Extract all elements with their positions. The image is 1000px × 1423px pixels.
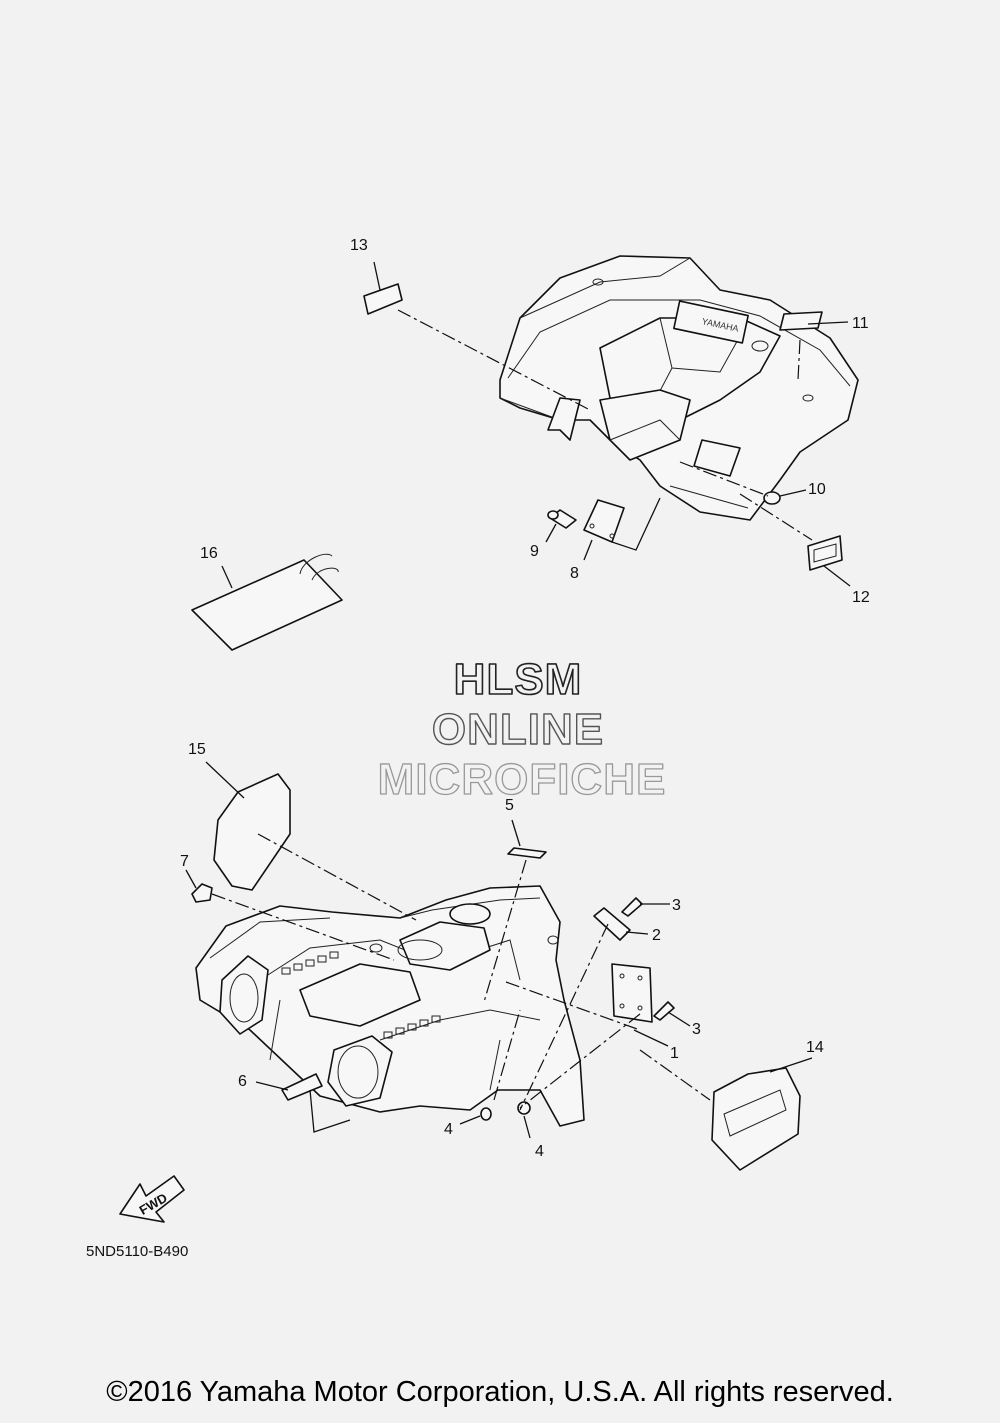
- callout-11: 11: [852, 315, 869, 332]
- forward-direction-arrow: FWD: [119, 1175, 185, 1223]
- grommet-4-right: [517, 1101, 531, 1115]
- plate-2: [593, 907, 631, 941]
- callout-1: 1: [670, 1045, 679, 1062]
- manual-16: [191, 553, 343, 651]
- callout-4-left: 4: [444, 1121, 453, 1138]
- mud-flap-14: [711, 1067, 801, 1171]
- bolt-3-lower: [653, 1001, 675, 1021]
- callout-13: 13: [350, 237, 368, 254]
- callout-3-upper: 3: [672, 897, 681, 914]
- bolt-9: [547, 509, 577, 529]
- label-13: [363, 283, 403, 315]
- watermark-line-3: MICROFICHE: [378, 755, 667, 804]
- callout-16: 16: [200, 545, 218, 562]
- watermark-line-1: HLSM: [454, 655, 583, 704]
- callout-8: 8: [570, 565, 579, 582]
- leader-lines-bottom: [185, 761, 813, 1139]
- grommet-4-left: [480, 1107, 492, 1121]
- plate-8: [583, 499, 625, 543]
- bolt-3-upper: [621, 897, 643, 917]
- watermark-line-2: ONLINE: [432, 705, 604, 754]
- leader-lines-top: [221, 261, 851, 589]
- vent-slots: [281, 951, 441, 1039]
- grommet-10: [763, 491, 781, 505]
- callout-5: 5: [505, 797, 514, 814]
- diagram-code: 5ND5110-B490: [86, 1243, 188, 1260]
- callout-10: 10: [808, 481, 826, 498]
- callout-6: 6: [238, 1073, 247, 1090]
- callout-2: 2: [652, 927, 661, 944]
- label-5: [507, 847, 547, 859]
- label-11: [779, 311, 823, 331]
- reflector-12: [807, 535, 843, 571]
- callout-7: 7: [180, 853, 189, 870]
- watermark: HLSM ONLINE MICROFICHE: [377, 654, 667, 804]
- callout-numbers: 13 11 10 9 8 12 16 15 5 7 3 2 3 1 14 6 4…: [180, 237, 870, 1160]
- front-fender-assembly: [195, 885, 653, 1127]
- decal-15: [213, 773, 291, 891]
- callout-15: 15: [188, 741, 206, 758]
- callout-9: 9: [530, 543, 539, 560]
- callout-3-lower: 3: [692, 1021, 701, 1038]
- callout-12: 12: [852, 589, 870, 606]
- label-7: [191, 883, 213, 903]
- label-6: [281, 1073, 323, 1101]
- callout-4-right: 4: [535, 1143, 544, 1160]
- callout-14: 14: [806, 1039, 824, 1056]
- copyright-notice: ©2016 Yamaha Motor Corporation, U.S.A. A…: [106, 1376, 894, 1408]
- rear-fender-assembly: YAMAHA: [499, 255, 859, 521]
